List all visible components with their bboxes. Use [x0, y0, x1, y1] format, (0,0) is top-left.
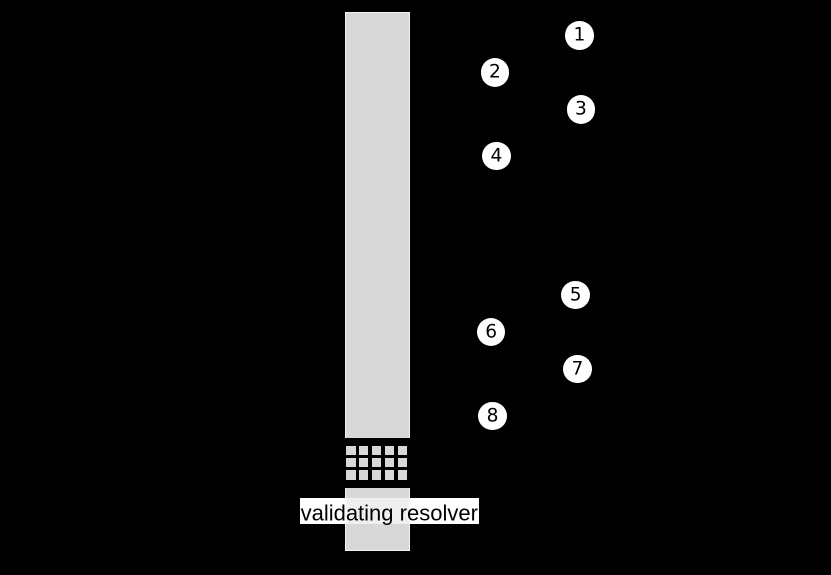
- label-bar-overlay: [343, 498, 412, 525]
- cache-grid-cell: [359, 470, 369, 480]
- step-number: 5: [569, 284, 582, 306]
- step-number: 7: [571, 358, 584, 380]
- cache-grid-cell: [371, 458, 382, 468]
- step-circle-8: 8: [478, 401, 507, 431]
- cache-grid-cell: [359, 446, 369, 456]
- step-circle-7: 7: [563, 354, 592, 384]
- cache-grid-cell: [384, 470, 394, 480]
- cache-grid-cell: [359, 458, 369, 468]
- cache-grid-cell: [371, 470, 382, 480]
- step-number: 1: [573, 24, 586, 46]
- resolver-label: validating resolver: [300, 500, 478, 526]
- step-circle-6: 6: [476, 317, 506, 347]
- cache-grid-cell: [397, 458, 407, 468]
- resolver-label-box: validating resolver: [299, 498, 479, 526]
- step-number: 6: [485, 321, 498, 343]
- step-circle-5: 5: [561, 280, 590, 310]
- cache-grid-cell: [384, 458, 394, 468]
- cache-grid-cell: [371, 446, 382, 456]
- cache-grid-cell: [384, 446, 394, 456]
- cache-grid-cell: [346, 458, 356, 468]
- step-number: 8: [486, 405, 499, 426]
- step-circle-1: 1: [565, 21, 594, 50]
- step-circle-2: 2: [480, 58, 510, 87]
- cache-grid-cell: [397, 446, 407, 456]
- step-circle-3: 3: [566, 95, 596, 124]
- step-number: 4: [490, 145, 503, 167]
- cache-grid-cell: [397, 470, 407, 480]
- step-circle-4: 4: [482, 141, 511, 171]
- cache-grid-icon: [346, 446, 407, 480]
- step-number: 2: [488, 61, 501, 83]
- cache-grid-cell: [346, 470, 356, 480]
- cache-grid-cell: [346, 446, 356, 456]
- step-number: 3: [574, 98, 587, 120]
